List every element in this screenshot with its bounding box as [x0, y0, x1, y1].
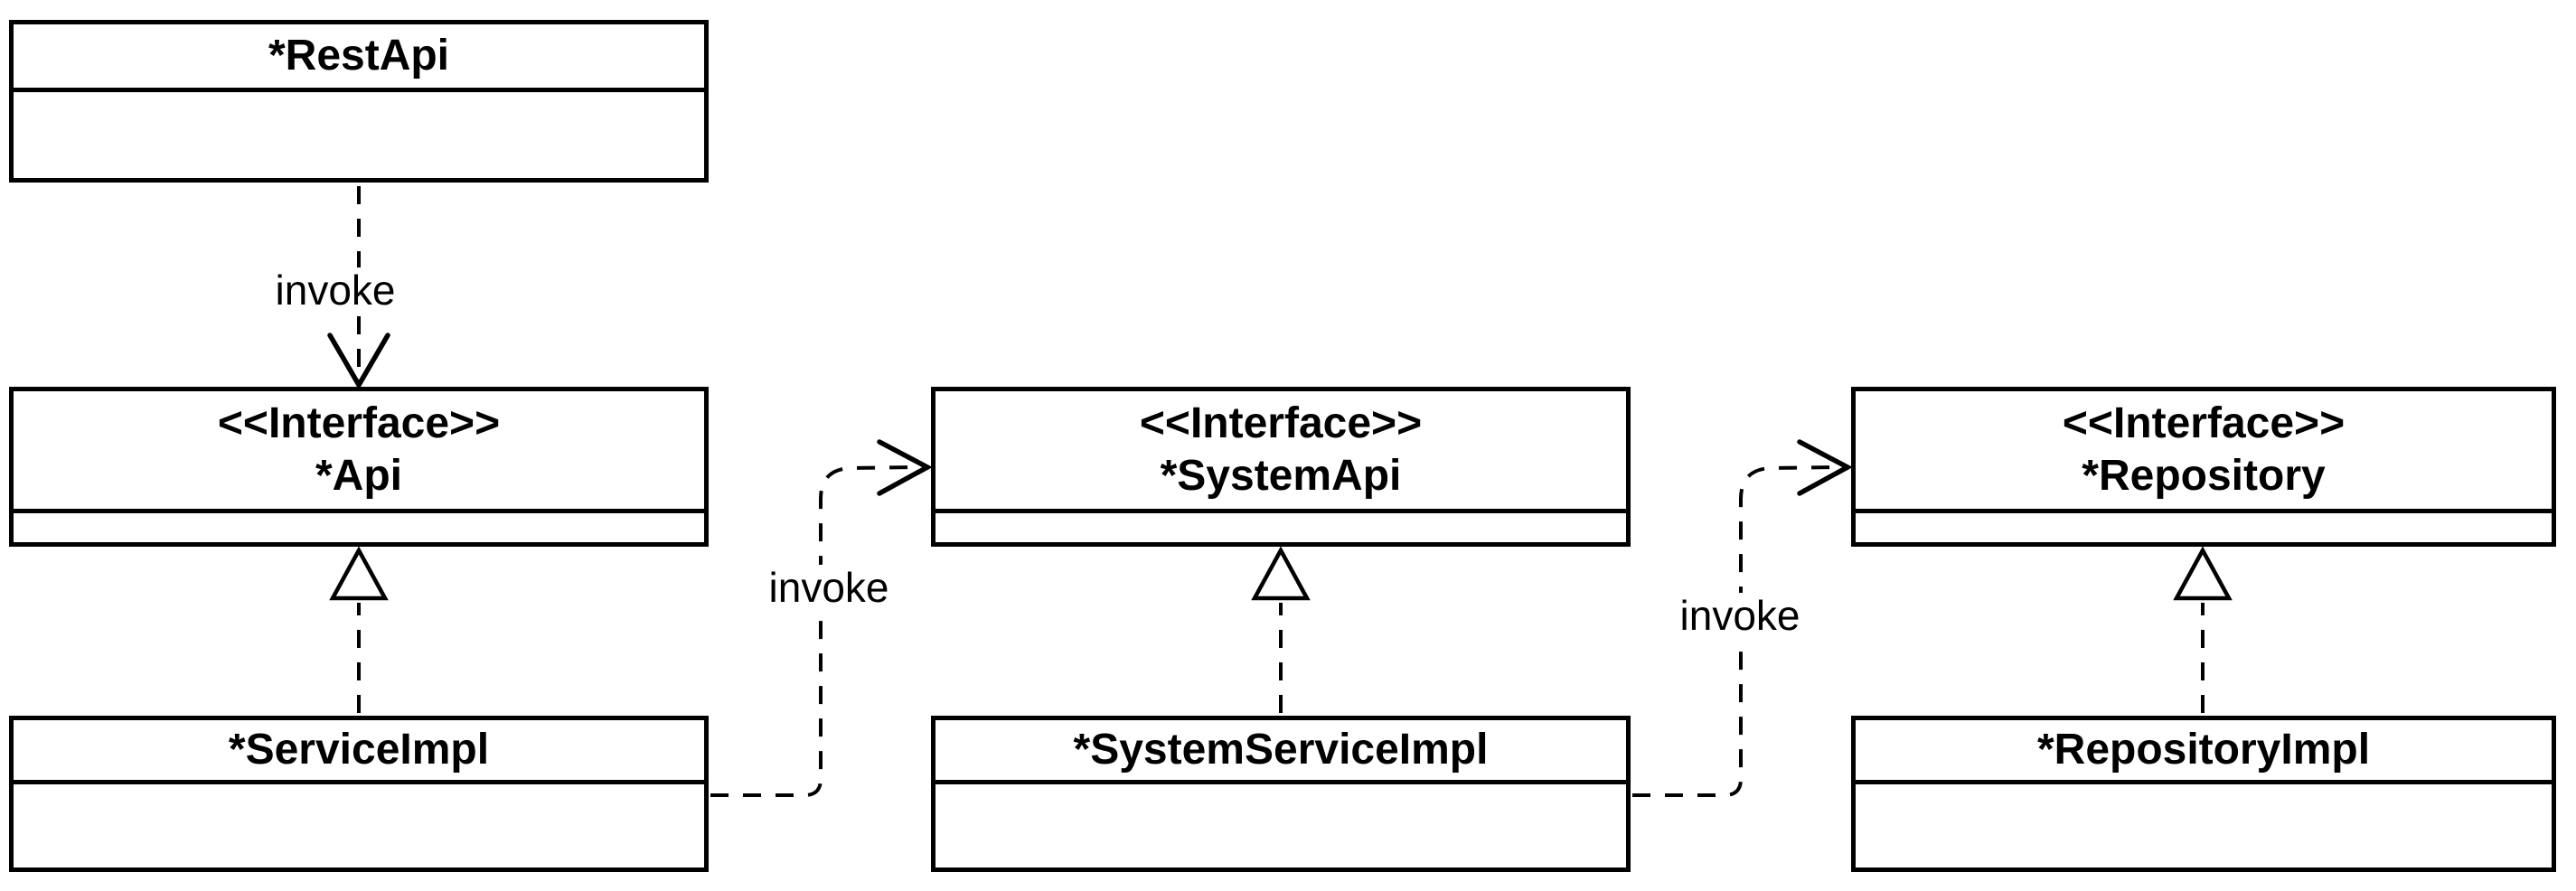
class-title-restapi: *RestApi	[14, 24, 704, 92]
realization-triangle-systemserviceimpl-to-systemapi	[1251, 546, 1311, 601]
class-title-systemserviceimpl: *SystemServiceImpl	[935, 720, 1626, 784]
class-box-serviceimpl: *ServiceImpl	[9, 716, 709, 872]
edge-label-invoke-systemserviceimpl-to-repository: invoke	[1672, 593, 1808, 638]
class-box-repository: <<Interface>> *Repository	[1851, 387, 2556, 547]
class-name-restapi: *RestApi	[268, 32, 450, 80]
class-body-restapi	[14, 92, 704, 178]
class-stereotype-repository: <<Interface>>	[2062, 399, 2346, 447]
dependency-arrowhead-serviceimpl-to-systemapi	[877, 439, 933, 496]
class-title-serviceimpl: *ServiceImpl	[14, 720, 704, 784]
class-title-systemapi: <<Interface>> *SystemApi	[935, 391, 1626, 513]
realization-triangle-serviceimpl-to-api	[329, 546, 389, 601]
class-stereotype-api: <<Interface>>	[217, 399, 501, 447]
class-body-repositoryimpl	[1856, 784, 2552, 868]
class-box-systemserviceimpl: *SystemServiceImpl	[931, 716, 1631, 872]
class-name-systemapi: *SystemApi	[1160, 452, 1402, 500]
class-name-api: *Api	[315, 452, 402, 500]
dependency-line-systemserviceimpl-to-repository	[1632, 465, 1839, 797]
class-body-systemserviceimpl	[935, 784, 1626, 868]
class-name-repository: *Repository	[2082, 452, 2326, 500]
class-box-repositoryimpl: *RepositoryImpl	[1851, 716, 2556, 872]
class-title-repository: <<Interface>> *Repository	[1856, 391, 2552, 513]
dependency-line-serviceimpl-to-systemapi	[710, 465, 919, 797]
class-body-repository	[1856, 513, 2552, 542]
class-box-systemapi: <<Interface>> *SystemApi	[931, 387, 1631, 547]
edge-label-invoke-restapi-to-api: invoke	[268, 267, 403, 313]
class-name-repositoryimpl: *RepositoryImpl	[2036, 726, 2371, 774]
class-box-api: <<Interface>> *Api	[9, 387, 709, 547]
class-body-systemapi	[935, 513, 1626, 542]
class-stereotype-systemapi: <<Interface>>	[1139, 399, 1423, 447]
realization-triangle-repositoryimpl-to-repository	[2173, 546, 2233, 601]
dependency-arrowhead-restapi-to-api	[327, 333, 390, 390]
class-title-repositoryimpl: *RepositoryImpl	[1856, 720, 2552, 784]
class-box-restapi: *RestApi	[9, 20, 709, 183]
class-title-api: <<Interface>> *Api	[14, 391, 704, 513]
class-name-serviceimpl: *ServiceImpl	[228, 726, 490, 774]
class-body-api	[14, 513, 704, 542]
dependency-arrowhead-systemserviceimpl-to-repository	[1797, 439, 1853, 496]
edge-label-invoke-serviceimpl-to-systemapi: invoke	[761, 565, 897, 610]
class-body-serviceimpl	[14, 784, 704, 868]
class-name-systemserviceimpl: *SystemServiceImpl	[1073, 726, 1489, 774]
